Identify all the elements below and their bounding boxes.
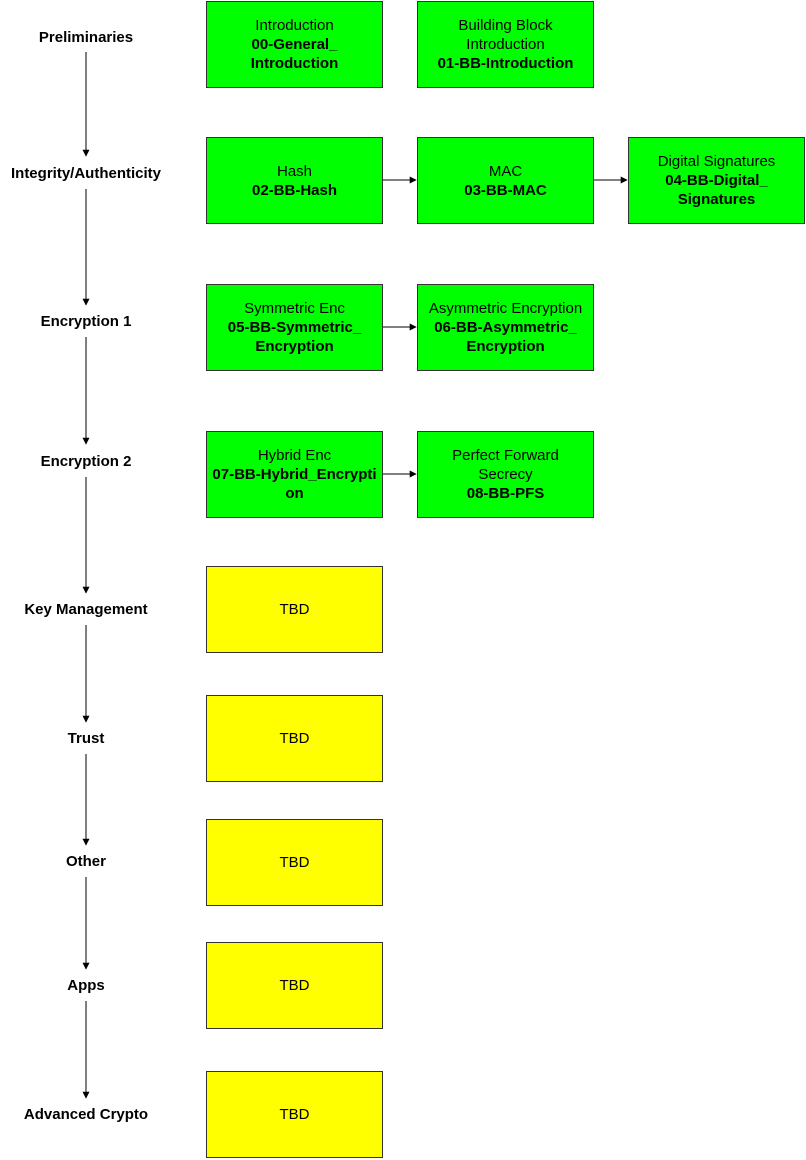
stage-label-apps: Apps — [67, 977, 105, 994]
module-box-advanced-crypto[interactable]: TBD — [206, 1071, 383, 1158]
module-box-key-management[interactable]: TBD — [206, 566, 383, 653]
stage-label-preliminaries: Preliminaries — [38, 29, 134, 46]
stage-label-key-management: Key Management — [24, 601, 148, 618]
module-title: Hybrid Enc — [257, 447, 332, 464]
module-title: TBD — [279, 601, 310, 618]
module-code: 03-BB-MAC — [464, 181, 547, 199]
module-code: 00-General_ Introduction — [250, 36, 339, 72]
module-box-apps[interactable]: TBD — [206, 942, 383, 1029]
module-title: Introduction — [255, 17, 334, 34]
module-title: Digital Signatures — [657, 153, 776, 170]
module-code: 04-BB-Digital_ Signatures — [665, 172, 768, 208]
module-code: 02-BB-Hash — [251, 181, 338, 199]
stage-label-other: Other — [65, 853, 106, 870]
module-box-symmetric[interactable]: Symmetric Enc 05-BB-Symmetric_ Encryptio… — [206, 284, 383, 371]
module-box-other[interactable]: TBD — [206, 819, 383, 906]
module-box-digital-signatures[interactable]: Digital Signatures 04-BB-Digital_ Signat… — [628, 137, 805, 224]
module-title: Symmetric Enc — [244, 300, 345, 317]
module-box-intro[interactable]: Introduction 00-General_ Introduction — [206, 1, 383, 88]
module-title: TBD — [279, 854, 310, 871]
module-box-asymmetric[interactable]: Asymmetric Encryption 06-BB-Asymmetric_ … — [417, 284, 594, 371]
stage-label-advanced-crypto: Advanced Crypto — [23, 1106, 149, 1123]
module-title: Perfect Forward Secrecy — [452, 447, 559, 483]
module-box-trust[interactable]: TBD — [206, 695, 383, 782]
module-title: Hash — [276, 162, 313, 180]
module-code: 05-BB-Symmetric_ Encryption — [227, 319, 362, 355]
module-title: TBD — [279, 730, 310, 747]
module-title: TBD — [279, 1106, 310, 1123]
module-box-hybrid[interactable]: Hybrid Enc 07-BB-Hybrid_Encryption — [206, 431, 383, 518]
module-title: Building Block Introduction — [458, 17, 553, 53]
module-code: 07-BB-Hybrid_Encryption — [212, 466, 377, 502]
stage-label-encryption-1: Encryption 1 — [40, 313, 132, 330]
stage-label-encryption-2: Encryption 2 — [40, 453, 132, 470]
module-box-mac[interactable]: MAC 03-BB-MAC — [417, 137, 594, 224]
module-box-bb-intro[interactable]: Building Block Introduction 01-BB-Introd… — [417, 1, 594, 88]
module-title: Asymmetric Encryption — [428, 300, 583, 317]
module-code: 01-BB-Introduction — [437, 55, 574, 72]
module-title: MAC — [488, 162, 523, 180]
stage-label-trust: Trust — [67, 730, 105, 747]
module-box-pfs[interactable]: Perfect Forward Secrecy 08-BB-PFS — [417, 431, 594, 518]
module-code: 06-BB-Asymmetric_ Encryption — [434, 319, 577, 355]
module-title: TBD — [279, 977, 310, 994]
module-code: 08-BB-PFS — [466, 485, 545, 502]
stage-label-integrity-authenticity: Integrity/Authenticity — [10, 165, 161, 182]
module-box-hash[interactable]: Hash 02-BB-Hash — [206, 137, 383, 224]
